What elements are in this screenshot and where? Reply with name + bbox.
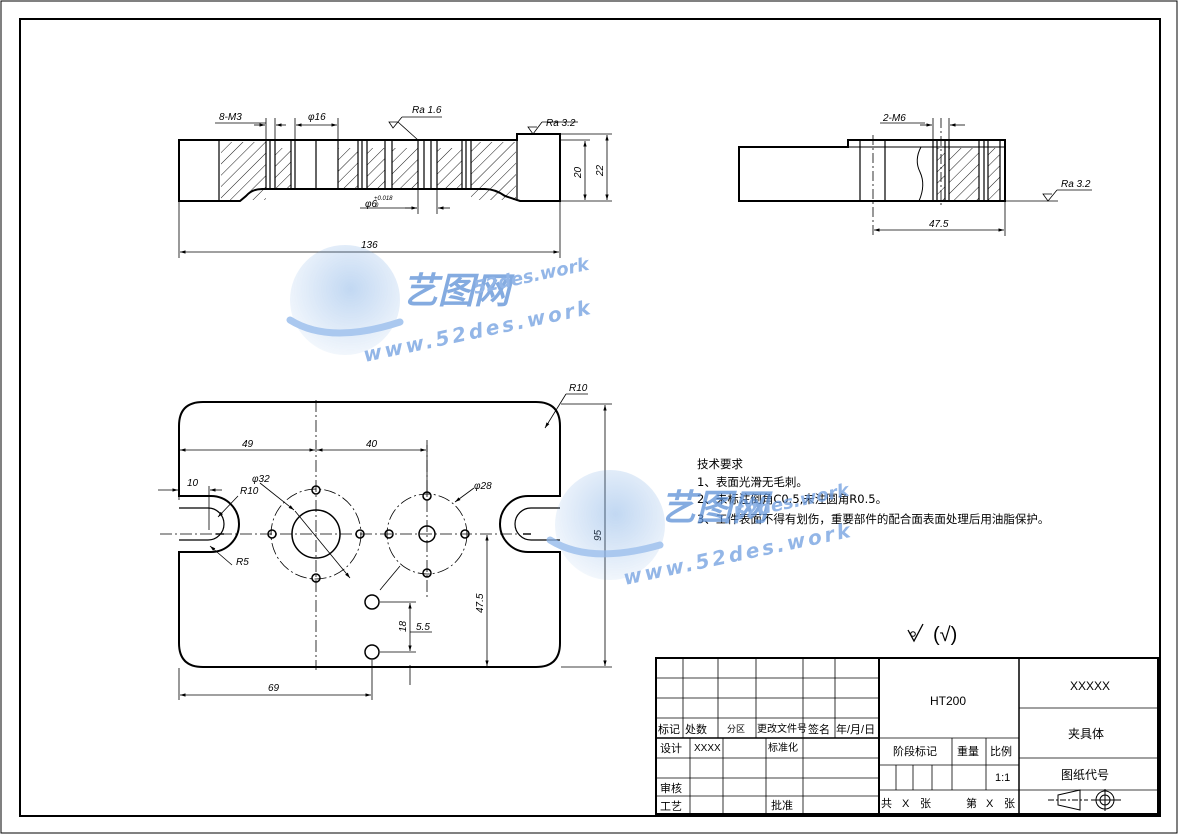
side-hatch-2 [949,148,979,200]
front-rough-right-label: Ra 3.2 [546,118,576,129]
tb-total: 共 [881,797,892,810]
top-r5-label: R5 [236,557,249,568]
front-height-inner-label: 20 [573,166,584,179]
inner-frame [19,18,1161,817]
hatch-band-1 [221,142,266,200]
hatch-band-6 [437,148,462,190]
hatch-band-5 [392,148,418,190]
tb-sign: 签名 [808,722,830,736]
tb-sheet-unit: 张 [1004,797,1015,810]
title-block-text: HT200 XXXXX 夹具体 图纸代号 阶段标记 重量 比例 1:1 共 X … [658,679,1110,813]
title-block [655,657,1159,815]
watermark-2: 艺图网 52des.work www.52des.work [546,470,855,590]
top-d40-label: 40 [366,439,378,450]
tb-name-code: XXXXX [1070,679,1110,693]
tb-sheet-x: X [986,798,994,810]
tb-count: 处数 [685,723,707,736]
tb-process: 工艺 [660,800,682,813]
watermark-brand-1: 艺图网 [402,271,515,312]
tb-sheet-no: 第 [966,796,977,810]
front-height-outer-label: 22 [595,164,606,177]
notes-title: 技术要求 [697,457,743,471]
front-outline [178,133,561,202]
tb-weight: 重量 [957,744,979,758]
tb-standard: 标准化 [768,741,798,754]
front-thread-label: 8-M3 [219,112,242,123]
watermark-brand-2: 艺图网 [660,488,773,529]
top-d10-label: 10 [187,478,199,489]
front-view: 8-M3 φ16 Ra 1.6 Ra 3.2 20 22 φ6 +0.018 0… [178,105,612,258]
side-dist-label: 47.5 [929,219,949,230]
tb-scale-label: 比例 [990,744,1012,758]
top-d47-label: 47.5 [475,593,486,613]
hatch-band-3 [338,148,358,190]
top-d69-label: 69 [268,683,280,694]
notes-item-3: 3、工件表面不得有划伤，重要部件的配合面表面处理后用油脂保护。 [697,512,1049,526]
front-pin-hole-tol-up: +0.018 [374,196,393,202]
tb-design: 设计 [660,742,682,755]
side-hatch-3 [988,148,1000,200]
tb-review: 审核 [660,781,682,795]
front-hole-lines [218,140,518,201]
general-roughness-symbol: (√) [907,623,957,646]
top-d18-label: 18 [398,620,409,632]
tb-drawing-no: 图纸代号 [1061,768,1109,782]
top-r-corner-label: R10 [569,383,588,394]
projection-symbol-icon [1048,789,1121,811]
front-pin-hole-label: φ6 [365,199,378,210]
tb-sheet-of: 张 [920,797,931,810]
roughness-bracket: (√) [933,624,957,646]
tb-part-name: 夹具体 [1068,727,1104,741]
tb-date: 年/月/日 [836,722,875,736]
tb-total-x: X [902,798,910,810]
top-outline [178,401,561,668]
front-rough-top-label: Ra 1.6 [412,105,442,116]
tb-approve: 批准 [771,798,793,812]
tb-designer: XXXX [694,743,721,754]
front-pin-hole-tol-low: 0 [375,203,379,209]
front-hole-dia-label: φ16 [308,112,326,123]
side-rough-label: Ra 3.2 [1061,179,1091,190]
side-break-line [916,146,924,202]
side-view: 2-M6 Ra 3.2 47.5 [738,113,1092,236]
tb-zone: 分区 [727,724,745,734]
top-d5-5-label: 5.5 [416,622,430,633]
tb-material: HT200 [930,694,966,708]
top-d49-label: 49 [242,439,254,450]
tb-stage-mark: 阶段标记 [893,744,937,758]
notes-item-2: 2、未标注倒角C0.5,未注圆角R0.5。 [697,492,887,506]
front-length-label: 136 [361,240,378,251]
technical-notes: 技术要求 1、表面光滑无毛刺。 2、未标注倒角C0.5,未注圆角R0.5。 3、… [697,457,1049,526]
top-d28-label: φ28 [474,481,492,492]
top-d32-label: φ32 [252,474,270,485]
watermark-url-small-1: 52des.work [472,254,592,299]
top-r10-label: R10 [240,486,259,497]
top-view: R10 49 40 10 R10 φ32 φ28 R5 95 47.5 18 5… [158,383,612,700]
notes-item-1: 1、表面光滑无毛刺。 [697,475,808,489]
tb-change-doc: 更改文件号 [757,722,807,735]
side-thread-label: 2-M6 [882,113,906,124]
tb-mark: 标记 [658,722,680,736]
hatch-band-4 [367,148,385,190]
watermark-1: 艺图网 52des.work www.52des.work [286,245,595,367]
tb-scale: 1:1 [995,772,1010,784]
hatch-band-2 [275,148,291,190]
